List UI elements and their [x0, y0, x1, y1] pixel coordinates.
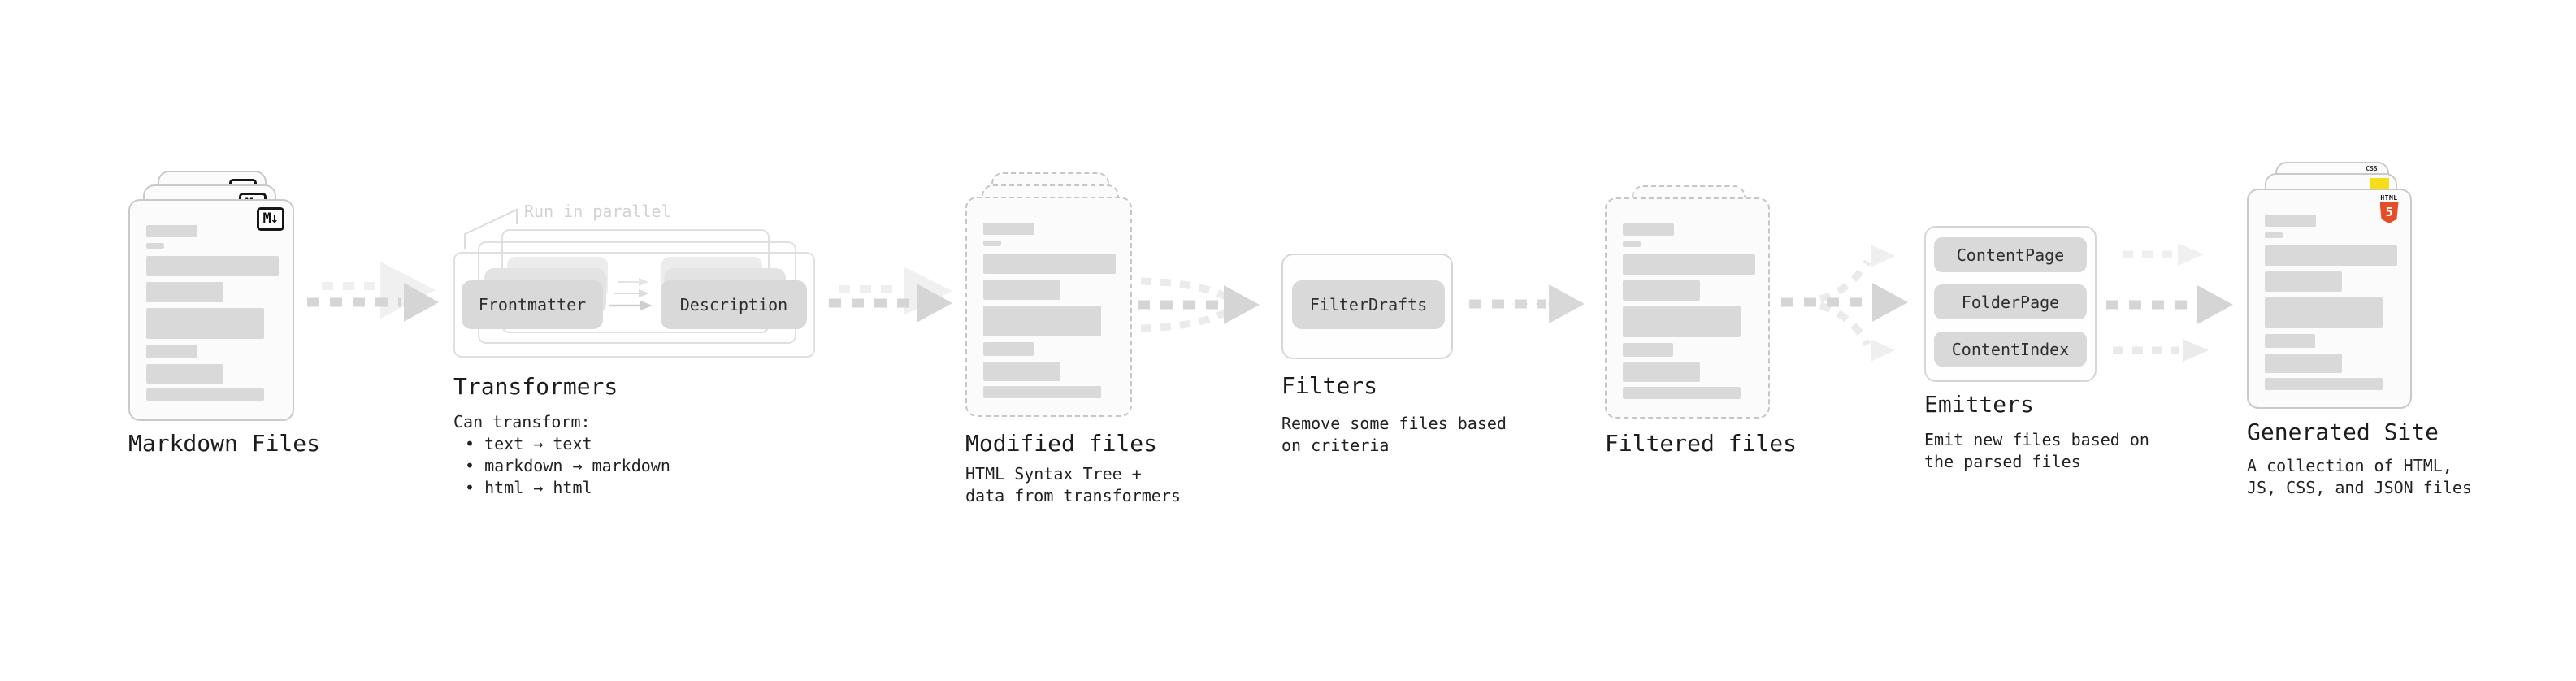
desc-line: JS, CSS, and JSON files	[2247, 478, 2472, 497]
skeleton-bar	[146, 364, 223, 384]
skeleton-bar	[146, 345, 197, 358]
skeleton-bar	[146, 225, 197, 237]
contentpage-pill: ContentPage	[1934, 237, 2087, 272]
description-pill: Description	[661, 280, 807, 329]
skeleton-bar	[2265, 232, 2283, 238]
skeleton-bar	[2265, 354, 2342, 373]
desc-line: HTML Syntax Tree +	[965, 464, 1142, 484]
skeleton-bar	[1623, 254, 1755, 275]
skeleton-bar	[983, 254, 1116, 274]
skeleton-bar	[146, 308, 264, 339]
skeleton-bar	[2265, 215, 2316, 227]
arrow-modified-to-filters-icon	[1138, 277, 1260, 332]
desc-line: Emit new files based on	[1924, 430, 2149, 449]
frontmatter-pill: Frontmatter	[462, 280, 603, 329]
desc-line: data from transformers	[965, 486, 1181, 505]
skeleton-bar	[983, 306, 1101, 336]
transformer-box-front	[453, 252, 815, 358]
skeleton-bar	[1623, 306, 1741, 337]
desc-line: Can transform:	[453, 412, 591, 432]
arrow-emitters-to-generated-icon	[2106, 243, 2233, 362]
contentindex-pill: ContentIndex	[1934, 332, 2087, 367]
document-card-front	[965, 197, 1132, 417]
skeleton-bar	[983, 223, 1034, 235]
arrow-markdown-to-transformers-icon	[307, 262, 439, 322]
desc-line: • markdown → markdown	[465, 456, 670, 475]
generated-site-description: A collection of HTML, JS, CSS, and JSON …	[2247, 455, 2472, 499]
folderpage-pill: FolderPage	[1934, 284, 2087, 319]
document-card-front	[1605, 197, 1770, 419]
stage-title-generated-site: Generated Site	[2247, 419, 2439, 445]
skeleton-bar	[2265, 297, 2383, 328]
stage-title-transformers: Transformers	[453, 373, 618, 400]
skeleton-bar	[983, 386, 1101, 398]
arrow-transformers-to-modified-icon	[829, 267, 952, 323]
skeleton-bar	[983, 362, 1060, 381]
skeleton-bar	[983, 342, 1034, 356]
filterdrafts-pill: FilterDrafts	[1292, 280, 1445, 329]
run-in-parallel-note: Run in parallel	[524, 202, 671, 221]
skeleton-bar	[1623, 223, 1674, 236]
skeleton-bar	[2265, 334, 2315, 348]
skeleton-bar	[2265, 378, 2383, 390]
arrow-filtered-to-emitters-icon	[1781, 245, 1908, 362]
desc-line: • html → html	[465, 478, 592, 497]
transformers-description: Can transform: • text → text • markdown …	[453, 411, 670, 499]
skeleton-bar	[1623, 343, 1673, 357]
filters-description: Remove some files based on criteria	[1281, 413, 1507, 457]
desc-line: on criteria	[1281, 436, 1390, 455]
document-card-front: M↓	[128, 199, 294, 421]
arrow-filters-to-filtered-icon	[1469, 284, 1585, 323]
skeleton-bar	[146, 388, 264, 401]
document-card-html: HTML 5	[2247, 189, 2412, 409]
modified-files-description: HTML Syntax Tree + data from transformer…	[965, 463, 1181, 507]
skeleton-bar	[146, 256, 279, 276]
skeleton-bar	[1623, 241, 1641, 247]
skeleton-bar	[983, 241, 1001, 246]
markdown-icon: M↓	[256, 207, 284, 231]
desc-line: • text → text	[465, 434, 592, 453]
skeleton-bar	[146, 243, 164, 249]
stage-title-filtered-files: Filtered files	[1605, 430, 1798, 457]
skeleton-bar	[2265, 271, 2342, 292]
skeleton-bar	[983, 280, 1060, 300]
stage-title-markdown-files: Markdown Files	[128, 430, 321, 457]
skeleton-bar	[146, 282, 223, 302]
skeleton-bar	[1623, 387, 1741, 399]
emitters-description: Emit new files based on the parsed files	[1924, 429, 2149, 473]
javascript-icon	[2370, 178, 2389, 189]
stage-title-modified-files: Modified files	[965, 430, 1158, 457]
stage-title-filters: Filters	[1281, 372, 1378, 399]
desc-line: Remove some files based	[1281, 414, 1507, 433]
skeleton-bar	[2265, 245, 2397, 266]
desc-line: A collection of HTML,	[2247, 456, 2452, 475]
skeleton-bar	[1623, 280, 1700, 301]
html5-icon: HTML 5	[2379, 194, 2400, 223]
desc-line: the parsed files	[1924, 452, 2081, 471]
stage-title-emitters: Emitters	[1924, 391, 2034, 418]
skeleton-bar	[1623, 362, 1700, 382]
